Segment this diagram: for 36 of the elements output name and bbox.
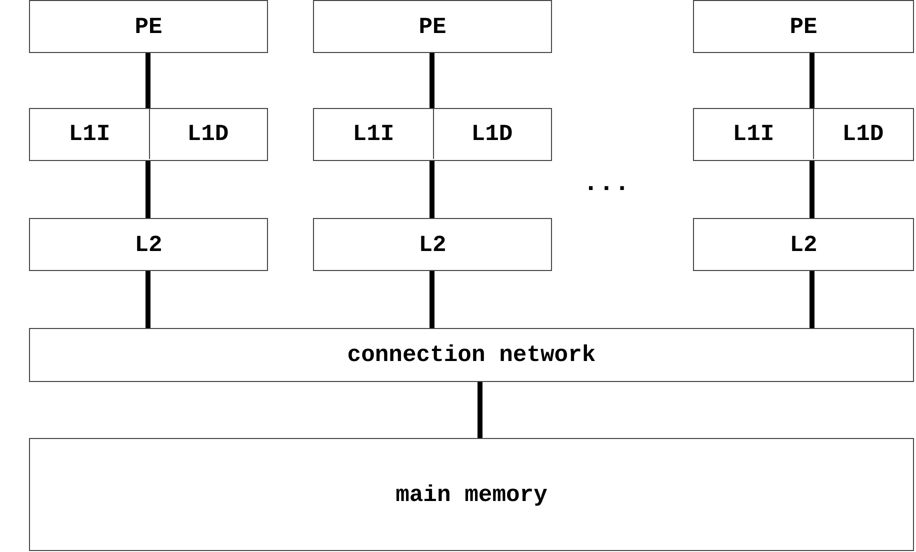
cache-box [29,108,268,161]
cache-box [693,108,914,161]
connector-line [430,271,434,328]
box-label: L1D [842,121,884,147]
box-label: L1I [352,121,394,147]
cache-box [313,108,552,161]
component-box [313,0,552,53]
box-label: PE [418,14,446,40]
box-label: L1I [732,121,774,147]
box-label: L2 [418,232,446,258]
component-box [29,438,914,551]
connector-line [430,53,434,108]
connector-line [810,161,814,218]
connector-line [810,53,814,108]
box-label: PE [790,14,818,40]
connector-line [146,53,150,108]
box-label: connection network [347,342,596,368]
box-label: L2 [134,232,162,258]
component-box [693,0,914,53]
connector-line [478,382,482,438]
component-box [29,328,914,382]
component-box [29,218,268,271]
connector-line [430,161,434,218]
component-box [693,218,914,271]
box-label: L1I [68,121,110,147]
box-label: L1D [471,121,513,147]
box-label: PE [134,14,162,40]
box-label: main memory [396,482,548,508]
connector-line [146,271,150,328]
box-label: L2 [790,232,818,258]
component-box [313,218,552,271]
ellipsis-label: ... [583,168,630,198]
connector-line [146,161,150,218]
box-label: L1D [187,121,229,147]
connector-line [810,271,814,328]
component-box [29,0,268,53]
